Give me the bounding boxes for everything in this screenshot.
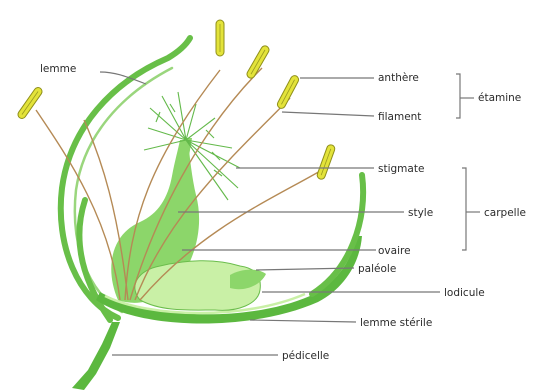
label-palea: paléole xyxy=(358,263,396,275)
label-carpel: carpelle xyxy=(484,207,526,219)
label-filament: filament xyxy=(378,111,421,123)
anther xyxy=(246,44,271,79)
label-stamen: étamine xyxy=(478,92,521,104)
anther xyxy=(316,144,336,181)
label-style: style xyxy=(408,207,433,219)
label-anther: anthère xyxy=(378,72,419,84)
anther xyxy=(216,20,224,56)
pedicel-stem xyxy=(72,322,120,390)
anther xyxy=(276,74,300,110)
label-sterile-lemma: lemme stérile xyxy=(360,317,432,329)
label-lemma: lemme xyxy=(40,63,76,75)
label-stigma: stigmate xyxy=(378,163,424,175)
label-lodicule: lodicule xyxy=(444,287,485,299)
label-ovary: ovaire xyxy=(378,245,411,257)
label-pedicel: pédicelle xyxy=(282,350,329,362)
anthers xyxy=(16,20,336,180)
